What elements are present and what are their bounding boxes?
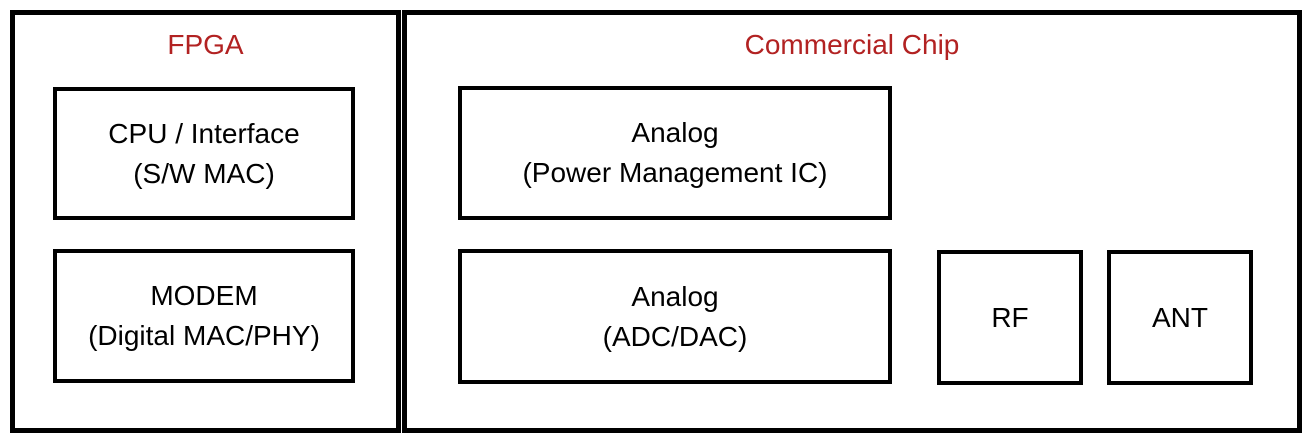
block-analog-pmic-label: Analog: [631, 117, 719, 148]
block-modem: MODEM (Digital MAC/PHY): [53, 249, 355, 383]
block-analog-adc-dac: Analog (ADC/DAC): [458, 249, 892, 384]
block-analog-pmic: Analog (Power Management IC): [458, 86, 892, 220]
commercial-chip-title: Commercial Chip: [744, 29, 960, 60]
block-analog-adc-dac-label: Analog: [631, 280, 719, 312]
block-ant: ANT: [1107, 250, 1253, 385]
block-rf-label: RF: [991, 301, 1029, 333]
block-analog-adc-dac-sublabel: (ADC/DAC): [602, 320, 748, 352]
block-modem-sublabel: (Digital MAC/PHY): [88, 320, 320, 351]
block-modem-label: MODEM: [150, 280, 258, 311]
block-ant-label: ANT: [1152, 301, 1208, 333]
block-cpu-interface: CPU / Interface (S/W MAC): [53, 87, 355, 220]
block-rf: RF: [937, 250, 1083, 385]
block-cpu-interface-label: CPU / Interface: [108, 117, 300, 149]
block-cpu-interface-sublabel: (S/W MAC): [133, 157, 275, 189]
block-analog-pmic-sublabel: (Power Management IC): [522, 157, 828, 188]
fpga-title: FPGA: [167, 29, 244, 60]
fpga-container: FPGA CPU / Interface (S/W MAC) MODEM (Di…: [10, 10, 401, 433]
commercial-chip-container: Commercial Chip Analog (Power Management…: [402, 10, 1302, 433]
